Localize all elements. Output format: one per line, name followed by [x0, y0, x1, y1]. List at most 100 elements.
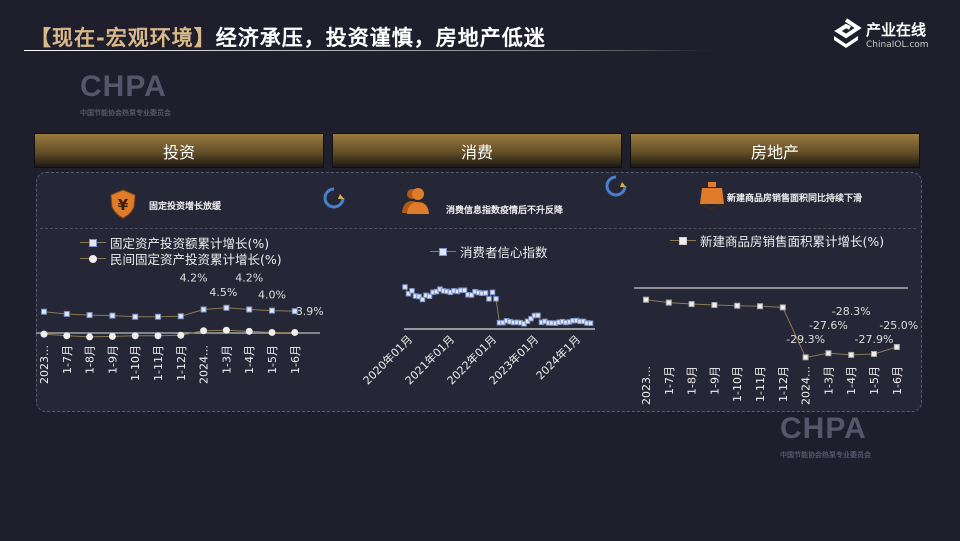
page-title: 【现在-宏观环境】经济承压，投资谨慎，房地产低迷	[30, 26, 546, 50]
housing-sales-point	[779, 304, 786, 311]
private-investment-point	[154, 332, 162, 340]
x-tick-label: 2024…	[800, 366, 813, 405]
fixed-investment-point	[177, 313, 184, 320]
housing-sales-point	[825, 350, 832, 357]
x-tick-label: 1-5月	[266, 345, 279, 374]
data-label: -28.3%	[832, 305, 871, 318]
data-label: 4.2%	[180, 271, 208, 284]
title-underline	[24, 50, 714, 51]
private-investment-point	[40, 330, 48, 338]
housing-sales-point	[802, 354, 809, 361]
data-label: 4.5%	[209, 286, 237, 299]
caption-investment: 固定投资增长放缓	[149, 202, 222, 212]
consumer-confidence-point	[416, 293, 422, 300]
x-tick-label: 1-8月	[686, 366, 699, 395]
private-investment-line	[43, 329, 295, 338]
caption-consumption: 消费信息指数疫情后不升反降	[446, 206, 564, 216]
private-investment-point	[177, 331, 185, 339]
fixed-investment-point	[109, 312, 116, 319]
consumer-confidence-point	[409, 288, 415, 294]
fixed-investment-point	[63, 310, 70, 317]
x-tick-label: 1-10月	[129, 345, 142, 381]
caption-real-estate: 新建商品房销售面积同比持续下滑	[727, 194, 863, 204]
fixed-investment-point	[41, 308, 47, 315]
consumer-confidence-point	[405, 291, 412, 297]
housing-sales-point	[893, 344, 900, 350]
refresh-icon	[323, 187, 345, 209]
ship-icon	[698, 182, 726, 210]
private-investment-point	[131, 332, 139, 340]
x-tick-label: 2023…	[640, 366, 653, 405]
consumer-confidence-point	[493, 296, 499, 302]
divider	[40, 228, 916, 229]
data-label: -25.0%	[879, 319, 918, 332]
housing-sales-point	[734, 302, 741, 309]
x-tick-label: 1-8月	[84, 345, 97, 374]
brand-logo-icon	[834, 18, 862, 48]
consumer-confidence-point	[468, 292, 475, 298]
fixed-investment-point	[132, 313, 139, 320]
fixed-investment-point	[86, 312, 93, 319]
private-investment-point	[200, 327, 208, 335]
x-tick-label: 1-12月	[175, 345, 188, 381]
x-tick-label: 1-5月	[868, 366, 881, 395]
consumer-confidence-point	[587, 320, 594, 326]
refresh-icon	[605, 175, 627, 197]
x-tick-label: 1-3月	[220, 345, 233, 374]
fixed-investment-point	[246, 306, 253, 313]
data-label: 4.0%	[258, 289, 286, 302]
x-tick-label: 1-11月	[754, 366, 767, 402]
x-tick-label: 1-7月	[663, 366, 676, 395]
consumer-confidence-point	[419, 296, 426, 303]
housing-sales-point	[848, 351, 855, 358]
users-icon	[402, 188, 429, 214]
legend-consumer-confidence: 消费者信心指数	[430, 242, 548, 261]
x-tick-label: 1-10月	[731, 366, 744, 402]
x-tick-label: 1-6月	[289, 345, 302, 374]
consumer-confidence-point	[402, 284, 408, 290]
fixed-investment-point	[200, 306, 207, 313]
x-tick-label: 1-3月	[822, 366, 835, 395]
consumer-confidence-point	[486, 296, 492, 302]
fixed-investment-line	[43, 307, 295, 318]
housing-sales-point	[643, 296, 649, 303]
fixed-investment-point	[269, 307, 275, 314]
fixed-investment-point	[291, 308, 298, 315]
private-investment-point	[268, 328, 276, 336]
data-label: -27.6%	[809, 319, 848, 332]
yuan-shield-icon: ¥	[110, 189, 136, 219]
housing-sales-point	[757, 303, 763, 310]
consumer-confidence-point	[489, 289, 496, 296]
x-tick-label: 1-4月	[243, 345, 256, 374]
x-tick-label: 1-9月	[708, 366, 721, 395]
x-tick-label: 1-9月	[106, 345, 119, 374]
consumer-confidence-point	[482, 290, 489, 296]
x-tick-label: 1-7月	[61, 345, 74, 374]
private-investment-point	[245, 327, 253, 335]
consumer-confidence-point	[426, 293, 433, 300]
x-tick-label: 1-4月	[845, 366, 858, 395]
consumer-confidence-point	[528, 315, 534, 322]
x-tick-label: 1-6月	[891, 366, 904, 395]
private-investment-point	[108, 332, 116, 340]
svg-text:¥: ¥	[118, 196, 129, 214]
housing-sales-point	[665, 299, 672, 306]
x-tick-label: 2023…	[38, 345, 51, 384]
consumer-confidence-point	[535, 312, 541, 319]
housing-sales-point	[871, 350, 877, 357]
housing-sales-line	[645, 299, 897, 358]
x-tick-label: 1-11月	[152, 345, 165, 381]
data-label: 3.9%	[296, 305, 324, 318]
legend-housing-sales: 新建商品房销售面积累计增长(%)	[670, 231, 884, 250]
housing-sales-point	[688, 301, 695, 308]
x-tick-label: 1-12月	[777, 366, 790, 402]
private-investment-point	[222, 326, 230, 334]
housing-sales-point	[711, 302, 718, 308]
consumer-confidence-point	[461, 287, 468, 293]
data-label: -29.3%	[786, 333, 825, 346]
x-tick-label: 2024年1月	[533, 332, 583, 382]
private-investment-point	[86, 333, 94, 341]
